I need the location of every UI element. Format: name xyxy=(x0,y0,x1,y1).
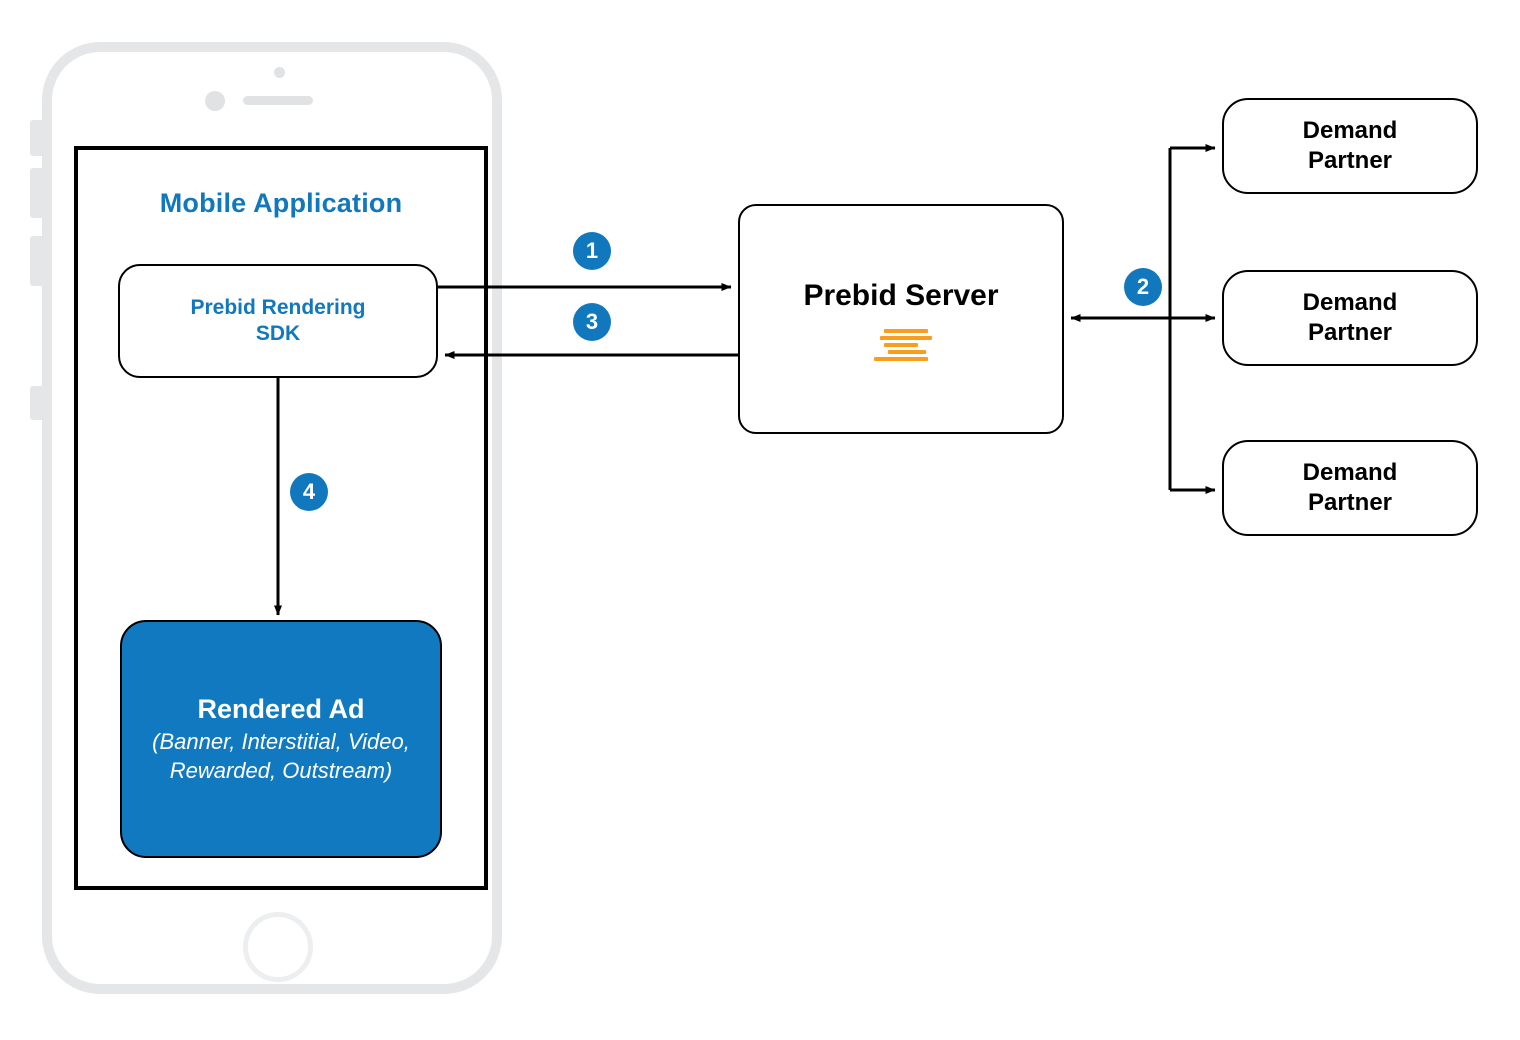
rendered-ad-node[interactable]: Rendered Ad (Banner, Interstitial, Video… xyxy=(120,620,442,858)
demand-partner-2-line2: Partner xyxy=(1307,319,1393,346)
phone-home-button[interactable] xyxy=(243,912,313,982)
phone-earpiece-speaker-icon xyxy=(243,96,313,105)
rendered-ad-title: Rendered Ad xyxy=(197,693,365,724)
step-badge-2: 2 xyxy=(1124,268,1162,306)
mobile-application-title: Mobile Application xyxy=(159,188,403,218)
phone-volume-up-button[interactable] xyxy=(30,168,43,218)
phone-front-camera-icon xyxy=(205,91,225,111)
prebid-server-label: Prebid Server xyxy=(803,279,999,313)
step-badge-3: 3 xyxy=(573,303,611,341)
phone-side-button[interactable] xyxy=(30,386,43,420)
rendered-ad-subtitle-line1: (Banner, Interstitial, Video, xyxy=(152,729,410,755)
demand-partner-3-line1: Demand xyxy=(1302,459,1398,486)
prebid-logo-icon xyxy=(870,328,932,361)
demand-partner-1-line1: Demand xyxy=(1302,117,1398,144)
step-badge-1: 1 xyxy=(573,232,611,270)
demand-partner-1-line2: Partner xyxy=(1307,147,1393,174)
phone-proximity-sensor-icon xyxy=(274,67,285,78)
sdk-label-line1: Prebid Rendering xyxy=(190,295,366,319)
sdk-label-line2: SDK xyxy=(255,322,301,345)
rendered-ad-subtitle-line2: Rewarded, Outstream) xyxy=(169,757,393,783)
demand-partner-node-2[interactable]: Demand Partner xyxy=(1222,270,1478,366)
step-badge-4: 4 xyxy=(290,473,328,511)
demand-partner-node-3[interactable]: Demand Partner xyxy=(1222,440,1478,536)
demand-partner-3-line2: Partner xyxy=(1307,489,1393,516)
prebid-rendering-sdk-node[interactable]: Prebid Rendering SDK xyxy=(118,264,438,378)
demand-partner-node-1[interactable]: Demand Partner xyxy=(1222,98,1478,194)
demand-partner-2-line1: Demand xyxy=(1302,289,1398,316)
phone-silent-switch[interactable] xyxy=(30,120,43,156)
prebid-server-node[interactable]: Prebid Server xyxy=(738,204,1064,434)
arrow-step-2 xyxy=(1070,144,1216,494)
phone-volume-down-button[interactable] xyxy=(30,236,43,286)
